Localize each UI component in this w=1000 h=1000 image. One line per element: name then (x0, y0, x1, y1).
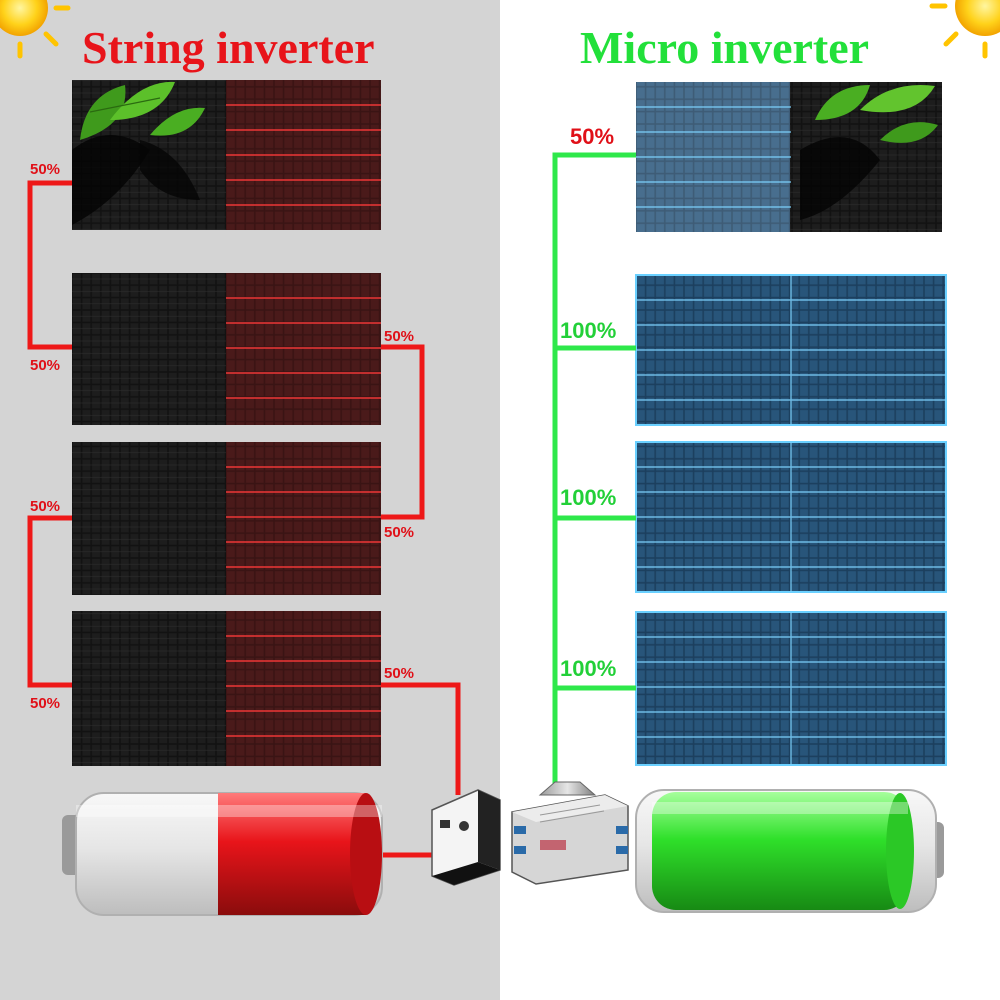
string-solar-panel-3 (72, 442, 381, 595)
micro-panel-2-label: 100% (560, 318, 617, 343)
inverter-icon (431, 789, 501, 886)
micro-wiring (552, 152, 636, 795)
leaf-icon (815, 85, 938, 143)
string-panel-4-right-label: 50% (384, 665, 415, 682)
micro-solar-panel-4 (635, 611, 947, 766)
string-panel-2-right-label: 50% (384, 328, 415, 345)
sun-icon (0, 0, 71, 59)
string-wiring (27, 180, 461, 858)
string-panel-4-left-label: 50% (30, 695, 61, 712)
string-panel-2-left-label: 50% (30, 357, 61, 374)
micro-panel-4-label: 100% (560, 656, 617, 681)
battery-icon (635, 789, 944, 913)
sun-icon (929, 0, 1000, 59)
string-solar-panel-2 (72, 273, 381, 425)
string-panel-3-left-label: 50% (30, 498, 61, 515)
micro-panel-1-label: 50% (570, 124, 615, 149)
battery-icon (62, 792, 383, 916)
micro-solar-panel-3 (635, 441, 947, 593)
leaf-icon (80, 81, 205, 140)
micro-inverter-icon (511, 781, 629, 885)
string-solar-panel-4 (72, 611, 381, 766)
string-panel-3-right-label: 50% (384, 524, 415, 541)
string-inverter-title: String inverter (82, 22, 375, 73)
micro-inverter-title: Micro inverter (580, 22, 870, 73)
string-panel-1-output-label: 50% (30, 161, 61, 178)
micro-panel-3-label: 100% (560, 485, 617, 510)
micro-solar-panel-2 (635, 274, 947, 426)
